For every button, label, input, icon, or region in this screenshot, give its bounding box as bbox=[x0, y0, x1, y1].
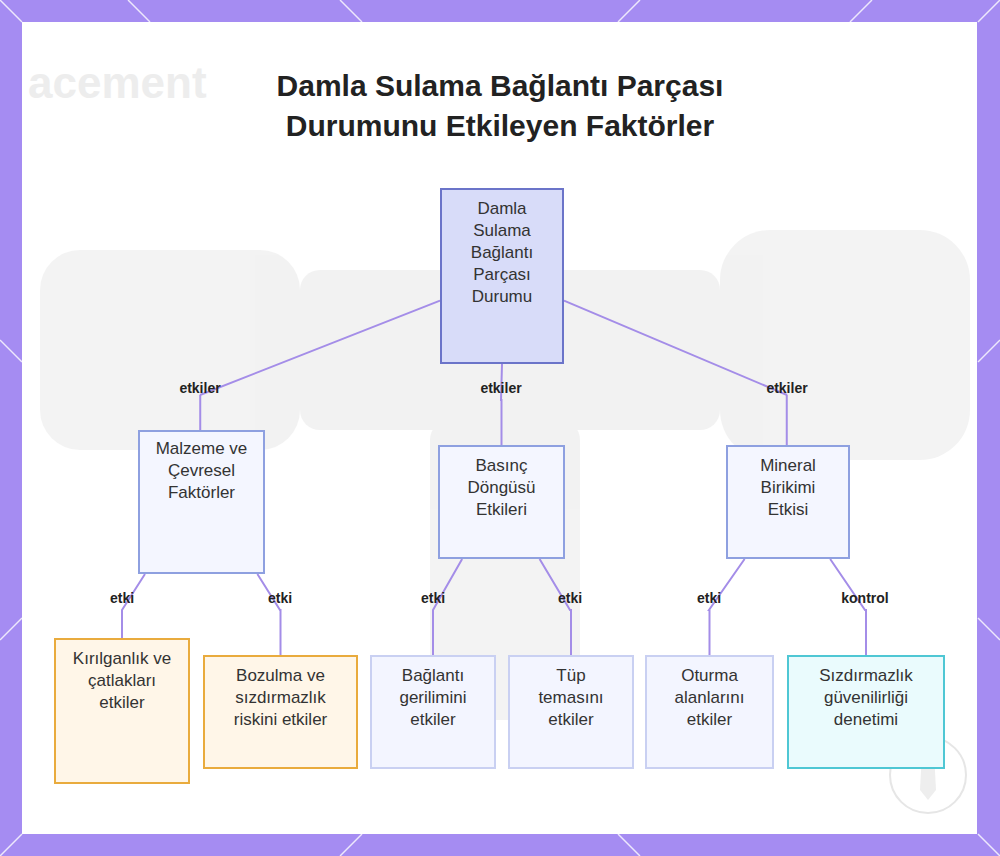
content-panel bbox=[22, 22, 977, 834]
box-label: Sızdırmazlık güvenilirliği denetimi bbox=[799, 665, 933, 731]
box-label: Bağlantı gerilimini etkiler bbox=[380, 665, 486, 731]
connector-label: etki bbox=[558, 590, 582, 606]
connector-line bbox=[257, 574, 280, 655]
box-label: Bozulma ve sızdırmazlık riskini etkiler bbox=[215, 665, 346, 731]
factor-box: Mineral Birikimi Etkisi bbox=[726, 445, 850, 559]
connector-label: kontrol bbox=[841, 590, 888, 606]
box-label: Tüp temasını etkiler bbox=[524, 665, 618, 731]
connector-line bbox=[122, 574, 145, 638]
factor-box: Tüp temasını etkiler bbox=[508, 655, 634, 769]
box-label: Basınç Döngüsü Etkileri bbox=[450, 455, 553, 521]
connector-label: etkiler bbox=[480, 380, 521, 396]
connector-label: etki bbox=[697, 590, 721, 606]
box-label: Oturma alanlarını etkiler bbox=[657, 665, 762, 731]
box-label: Damla Sulama Bağlantı Parçası Durumu bbox=[462, 198, 542, 308]
connector-line bbox=[540, 559, 571, 655]
watermark-text: acement bbox=[28, 58, 207, 108]
factor-box: Oturma alanlarını etkiler bbox=[645, 655, 774, 769]
factor-box: Damla Sulama Bağlantı Parçası Durumu bbox=[440, 188, 564, 364]
connector-label: etki bbox=[110, 590, 134, 606]
connector-label: etki bbox=[268, 590, 292, 606]
box-label: Malzeme ve Çevresel Faktörler bbox=[150, 438, 253, 504]
factor-box: Malzeme ve Çevresel Faktörler bbox=[138, 430, 265, 574]
connector-line bbox=[830, 559, 866, 655]
connector-label: etkiler bbox=[766, 380, 807, 396]
factor-box: Bozulma ve sızdırmazlık riskini etkiler bbox=[203, 655, 358, 769]
factor-box: Bağlantı gerilimini etkiler bbox=[370, 655, 496, 769]
connector-line bbox=[564, 301, 787, 445]
connector-line bbox=[200, 301, 440, 430]
connector-label: etki bbox=[421, 590, 445, 606]
connector-line bbox=[433, 559, 462, 655]
diagram-title: Damla Sulama Bağlantı Parçası Durumunu E… bbox=[230, 66, 770, 146]
connector-label: etkiler bbox=[179, 380, 220, 396]
factor-box: Sızdırmazlık güvenilirliği denetimi bbox=[787, 655, 945, 769]
factor-box: Kırılganlık ve çatlakları etkiler bbox=[54, 638, 190, 784]
factor-box: Basınç Döngüsü Etkileri bbox=[438, 445, 565, 559]
box-label: Kırılganlık ve çatlakları etkiler bbox=[66, 648, 178, 714]
connector-line bbox=[501, 364, 502, 445]
box-label: Mineral Birikimi Etkisi bbox=[738, 455, 838, 521]
connector-line bbox=[709, 559, 745, 655]
